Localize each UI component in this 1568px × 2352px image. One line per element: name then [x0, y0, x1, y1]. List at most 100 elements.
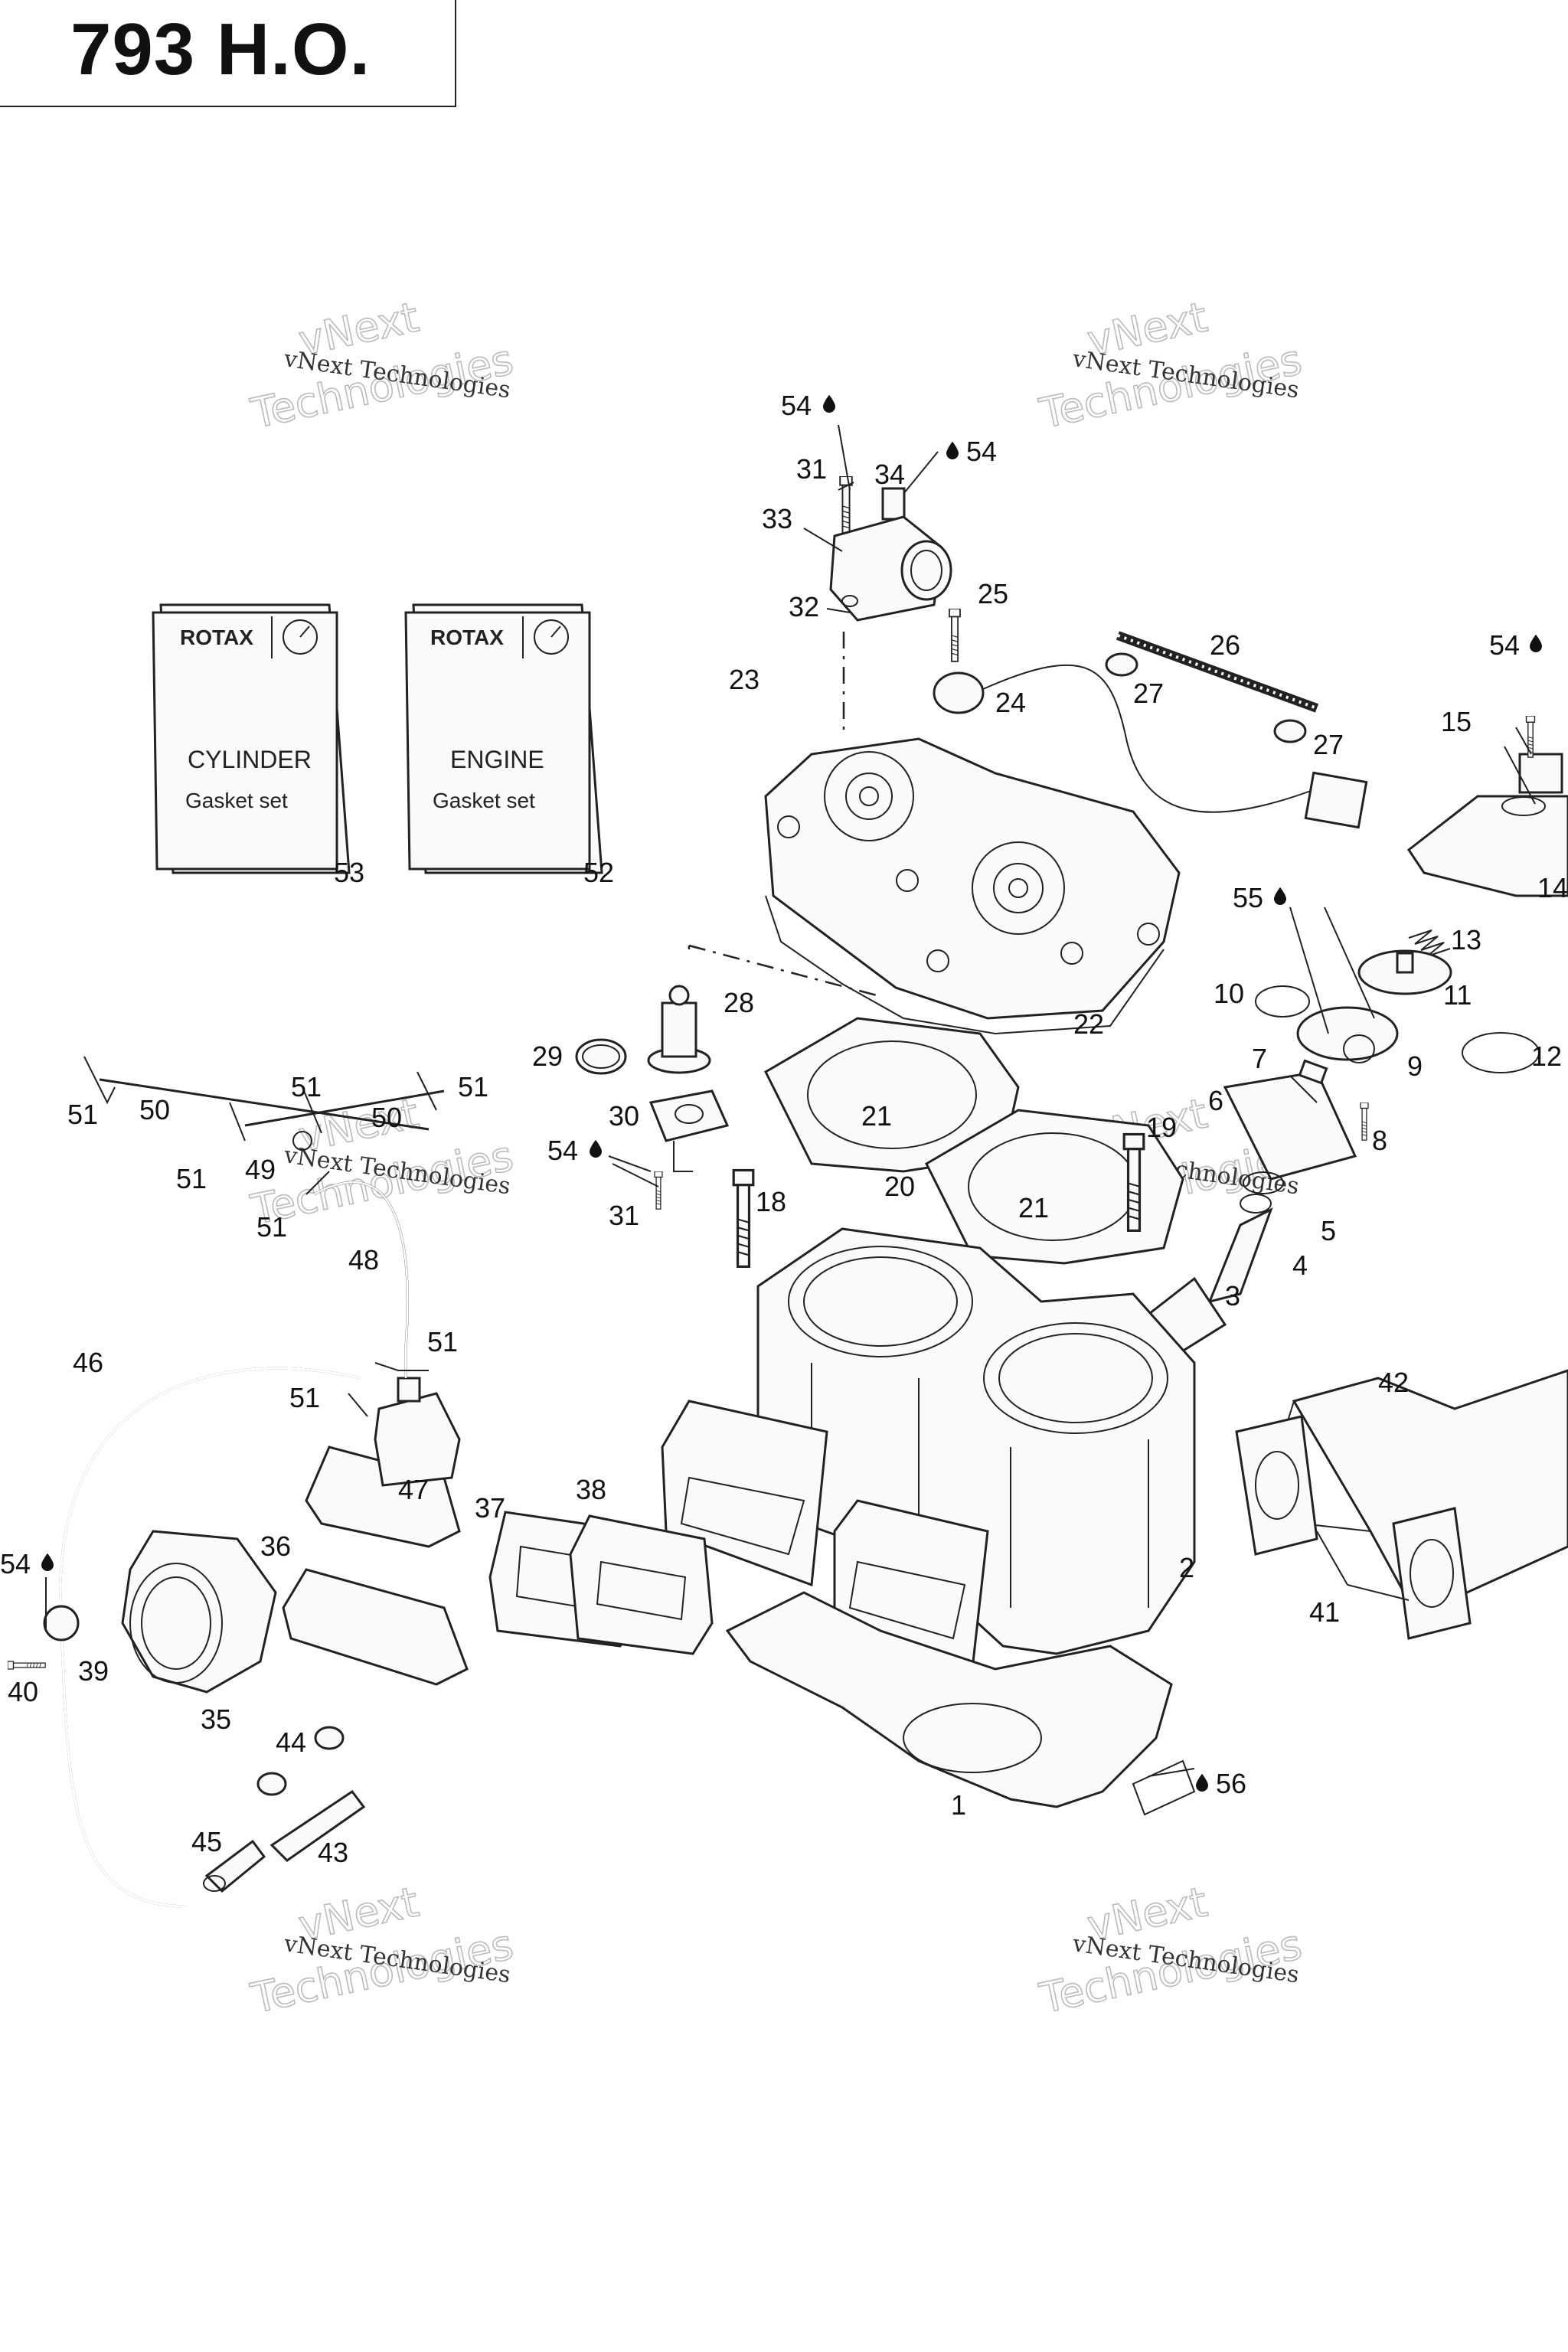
diagram-title: 793 H.O. — [70, 8, 371, 90]
carburetor-flange — [121, 1530, 277, 1694]
callout-14: 14 — [1537, 872, 1568, 903]
callout-23: 23 — [729, 664, 760, 695]
title-box: 793 H.O. — [0, 0, 456, 107]
exhaust-gasket-left — [1235, 1415, 1318, 1556]
callout-34: 34 — [874, 459, 905, 490]
kit-sub: Gasket set — [433, 789, 535, 812]
callout-50: 50 — [139, 1094, 170, 1125]
callout-51: 51 — [427, 1326, 458, 1357]
exhaust-gasket-right — [1392, 1507, 1472, 1640]
callout-52: 52 — [583, 857, 614, 888]
bolt-19 — [1124, 1135, 1144, 1231]
primer-fitting — [203, 1839, 266, 1893]
callout-20: 20 — [884, 1171, 915, 1202]
exhaust-valve-housing — [1406, 716, 1568, 897]
gauge-icon — [283, 619, 318, 655]
reed-gasket-38 — [569, 1514, 714, 1655]
callout-43: 43 — [318, 1837, 348, 1868]
callout-40: 40 — [8, 1676, 38, 1707]
gauge-icon — [534, 619, 569, 655]
callout-18: 18 — [756, 1186, 786, 1217]
callout-13: 13 — [1451, 924, 1481, 956]
callout-11: 11 — [1443, 979, 1472, 1011]
callout-51: 51 — [458, 1071, 488, 1102]
callout-31: 31 — [796, 453, 827, 485]
drop-icon — [41, 1553, 54, 1571]
callout-49: 49 — [245, 1154, 276, 1185]
callout-33: 33 — [762, 503, 792, 534]
callout-51: 51 — [289, 1382, 320, 1413]
hose-clip — [8, 1605, 80, 1671]
callout-30: 30 — [609, 1100, 639, 1132]
callout-54: 54 — [0, 1548, 31, 1579]
valve-piston — [1357, 949, 1452, 995]
drop-icon — [1530, 634, 1542, 652]
callout-1: 1 — [951, 1789, 966, 1821]
callout-51: 51 — [176, 1163, 207, 1194]
callout-4: 4 — [1292, 1250, 1308, 1281]
leader-lines — [45, 424, 1536, 1777]
impulse-hose — [59, 1367, 361, 1908]
callout-22: 22 — [1073, 1008, 1104, 1040]
callout-25: 25 — [978, 578, 1008, 609]
callout-42: 42 — [1378, 1367, 1409, 1398]
callout-27: 27 — [1313, 729, 1344, 760]
pipe-43 — [270, 1789, 366, 1862]
cylinder-block — [756, 1227, 1196, 1655]
drop-icon — [823, 394, 835, 413]
callout-29: 29 — [532, 1040, 563, 1072]
callout-28: 28 — [724, 987, 754, 1018]
callout-5: 5 — [1321, 1215, 1336, 1246]
callout-56: 56 — [1216, 1768, 1246, 1799]
callout-51: 51 — [67, 1099, 98, 1130]
callout-36: 36 — [260, 1530, 291, 1562]
bolt-18 — [733, 1171, 753, 1267]
callout-41: 41 — [1309, 1596, 1340, 1628]
outlet-elbow — [829, 476, 952, 622]
kit-name: ENGINE — [450, 746, 544, 773]
kit-sub: Gasket set — [185, 789, 288, 812]
callout-38: 38 — [576, 1474, 606, 1505]
rave-solenoid — [313, 1181, 461, 1487]
callout-54: 54 — [1489, 629, 1520, 661]
kit-brand: ROTAX — [180, 626, 253, 649]
callout-7: 7 — [1252, 1043, 1267, 1074]
callouts: 1 2 3 4 5 6 7 8 9 10 11 12 13 14 15 18 1… — [0, 390, 1568, 1868]
callout-54: 54 — [547, 1135, 578, 1166]
callout-35: 35 — [201, 1704, 231, 1735]
valve-bellows — [1296, 1006, 1399, 1063]
callout-54: 54 — [966, 436, 997, 467]
callout-26: 26 — [1210, 629, 1240, 661]
callout-51: 51 — [291, 1071, 322, 1102]
callout-6: 6 — [1208, 1085, 1223, 1116]
drop-icon — [1274, 887, 1286, 905]
callout-50: 50 — [371, 1102, 402, 1133]
callout-54: 54 — [781, 390, 812, 421]
callout-46: 46 — [73, 1347, 103, 1378]
callout-9: 9 — [1407, 1050, 1423, 1082]
callout-39: 39 — [78, 1655, 109, 1687]
knock-sensor — [933, 609, 1368, 829]
callout-21: 21 — [1018, 1192, 1049, 1223]
cylinder-gasket-kit: ROTAX CYLINDER Gasket set 53 — [152, 603, 364, 888]
callout-19: 19 — [1146, 1112, 1177, 1143]
callout-47: 47 — [398, 1474, 429, 1505]
callout-21: 21 — [861, 1100, 892, 1132]
callout-51: 51 — [256, 1211, 287, 1243]
callout-24: 24 — [995, 687, 1026, 718]
callout-2: 2 — [1179, 1552, 1194, 1583]
kit-name: CYLINDER — [188, 746, 312, 773]
callout-27: 27 — [1133, 678, 1164, 709]
callout-3: 3 — [1225, 1280, 1240, 1312]
drop-icon — [1196, 1773, 1208, 1792]
engine-gasket-kit: ROTAX ENGINE Gasket set 52 — [404, 603, 614, 888]
reed-cage-36 — [282, 1446, 469, 1686]
cylinder-head — [764, 737, 1181, 1035]
kit-brand: ROTAX — [430, 626, 504, 649]
callout-53: 53 — [334, 857, 364, 888]
o-ring-12 — [1462, 1032, 1540, 1073]
callout-32: 32 — [789, 591, 819, 622]
callout-48: 48 — [348, 1244, 379, 1276]
callout-8: 8 — [1372, 1125, 1387, 1156]
rod-26 — [1105, 631, 1319, 743]
